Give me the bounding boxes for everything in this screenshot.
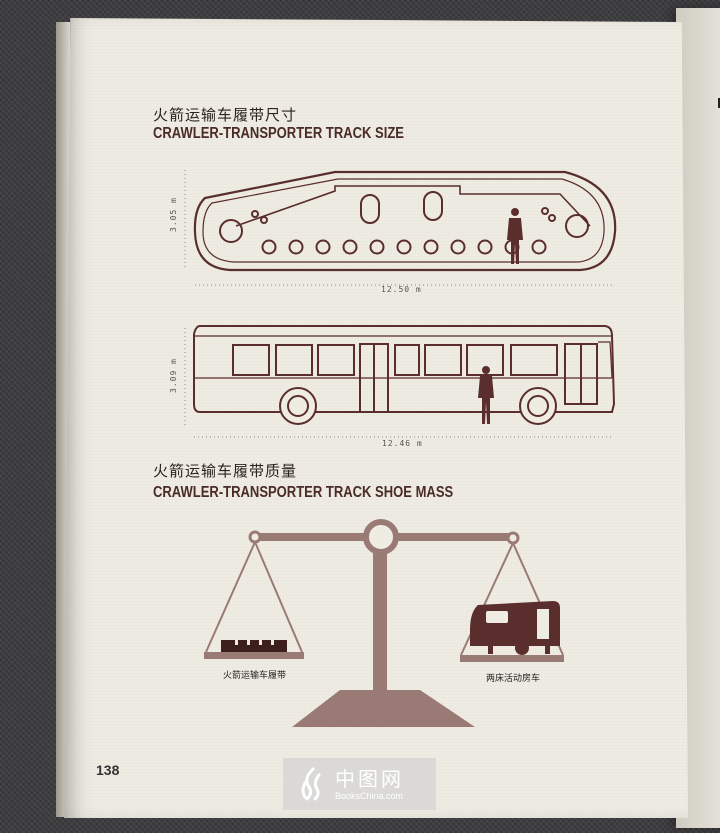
mass-title-cn: 火箭运输车履带质量 [153,462,298,480]
flame-logo-icon [301,767,321,801]
watermark: 中图网 BooksChina.com [283,758,436,810]
page-number: 138 [96,762,120,778]
balance-scale-drawing [204,519,564,727]
mass-title-en: CRAWLER-TRANSPORTER TRACK SHOE MASS [153,484,454,501]
track-height-label: 3.05 m [168,197,178,232]
watermark-domain: BooksChina.com [335,791,404,801]
track-length-label: 12.50 m [381,285,422,294]
bus-drawing [184,325,616,438]
size-title-en: CRAWLER-TRANSPORTER TRACK SIZE [153,125,405,142]
watermark-name: 中图网 [335,767,404,791]
crawler-track-drawing [184,170,617,286]
size-title-cn: 火箭运输车履带尺寸 [153,106,298,124]
bus-length-label: 12.46 m [382,439,423,448]
bus-height-label: 3.09 m [168,358,178,393]
left-pan-label: 火箭运输车履带 [223,671,287,681]
right-pan-label: 两床活动房车 [486,674,541,684]
